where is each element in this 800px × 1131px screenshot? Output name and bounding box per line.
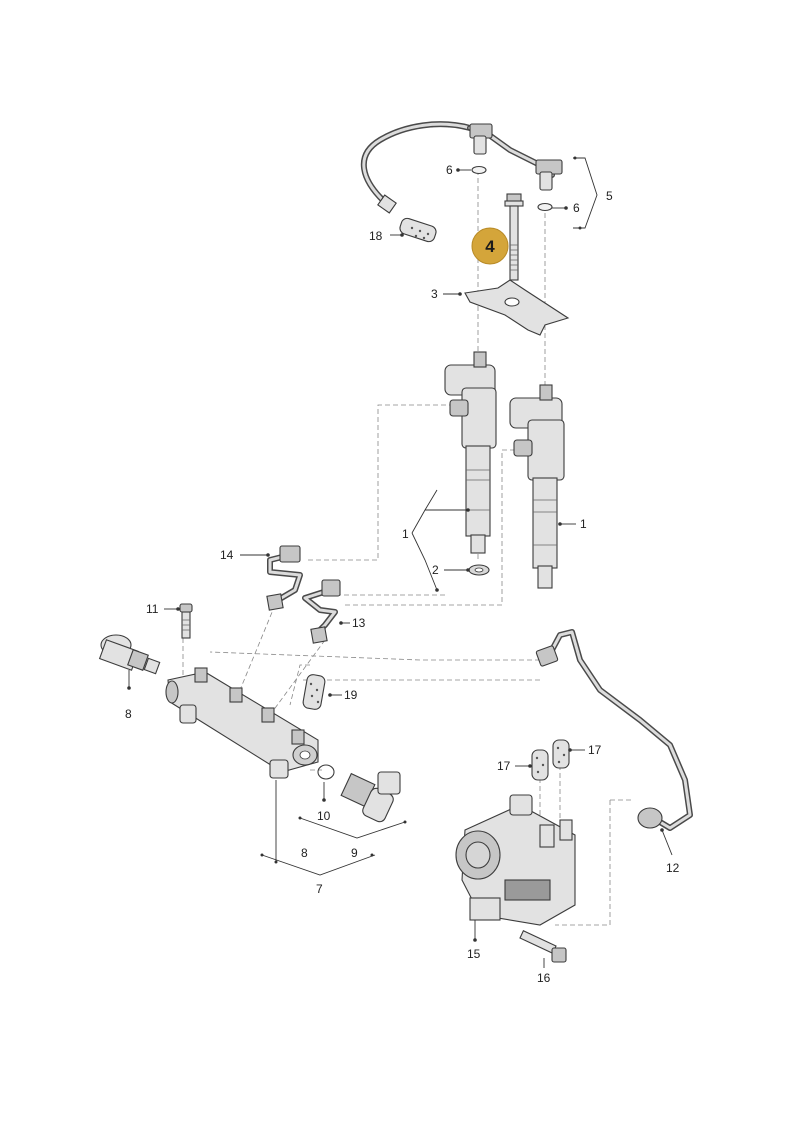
high-pressure-pump-15: [455, 794, 576, 926]
seal-ring-6-upper: [471, 165, 487, 175]
hose-sleeve-19: [302, 674, 326, 710]
callout-10: 10: [317, 809, 331, 823]
callout-1-left: 1: [402, 527, 409, 541]
hose-sleeve-17-left: [531, 749, 549, 781]
callout-4: 4: [485, 237, 495, 256]
callout-6-lower: 6: [573, 201, 580, 215]
pressure-sensor-8: [98, 634, 161, 675]
callout-13: 13: [352, 616, 366, 630]
callout-6-upper: 6: [446, 163, 453, 177]
bolt-4: [504, 193, 524, 281]
leader-lines: [127, 156, 673, 968]
high-pressure-pipe-12: [535, 629, 693, 831]
fuel-rail-7: [165, 667, 319, 779]
screw-11: [179, 603, 193, 639]
injector-pipe-14: [266, 545, 303, 611]
callout-8-rail: 8: [301, 846, 308, 860]
callout-18: 18: [369, 229, 383, 243]
callout-8-sensor: 8: [125, 707, 132, 721]
hose-sleeve-18: [399, 217, 437, 243]
seal-ring-6-lower: [537, 202, 553, 212]
callout-15: 15: [467, 947, 481, 961]
callout-9: 9: [351, 846, 358, 860]
callout-7: 7: [316, 882, 323, 896]
callout-19: 19: [344, 688, 358, 702]
o-ring-10: [317, 764, 335, 780]
callout-3: 3: [431, 287, 438, 301]
callout-14: 14: [220, 548, 234, 562]
callout-17-right: 17: [588, 743, 602, 757]
callouts: 6 6 5 18 4 3 1 1 2 14 13 11 8 19 10 9 8 …: [125, 163, 680, 985]
callout-1-right: 1: [580, 517, 587, 531]
callout-2: 2: [432, 563, 439, 577]
callout-12: 12: [666, 861, 680, 875]
leak-off-line: [360, 121, 563, 214]
pressure-valve-9: [340, 771, 401, 823]
callout-5: 5: [606, 189, 613, 203]
injector-1-right: [509, 384, 565, 589]
bolt-16: [519, 930, 567, 963]
injector-1-left: [444, 351, 497, 554]
injector-pipe-13: [302, 579, 341, 644]
highlighted-callout-4[interactable]: 4: [471, 227, 509, 265]
callout-11: 11: [146, 602, 159, 616]
assembly-guide-lines: [182, 170, 632, 926]
callout-16: 16: [537, 971, 551, 985]
clamp-3: [464, 279, 570, 336]
callout-17-left: 17: [497, 759, 511, 773]
hose-sleeve-17-right: [552, 739, 570, 769]
